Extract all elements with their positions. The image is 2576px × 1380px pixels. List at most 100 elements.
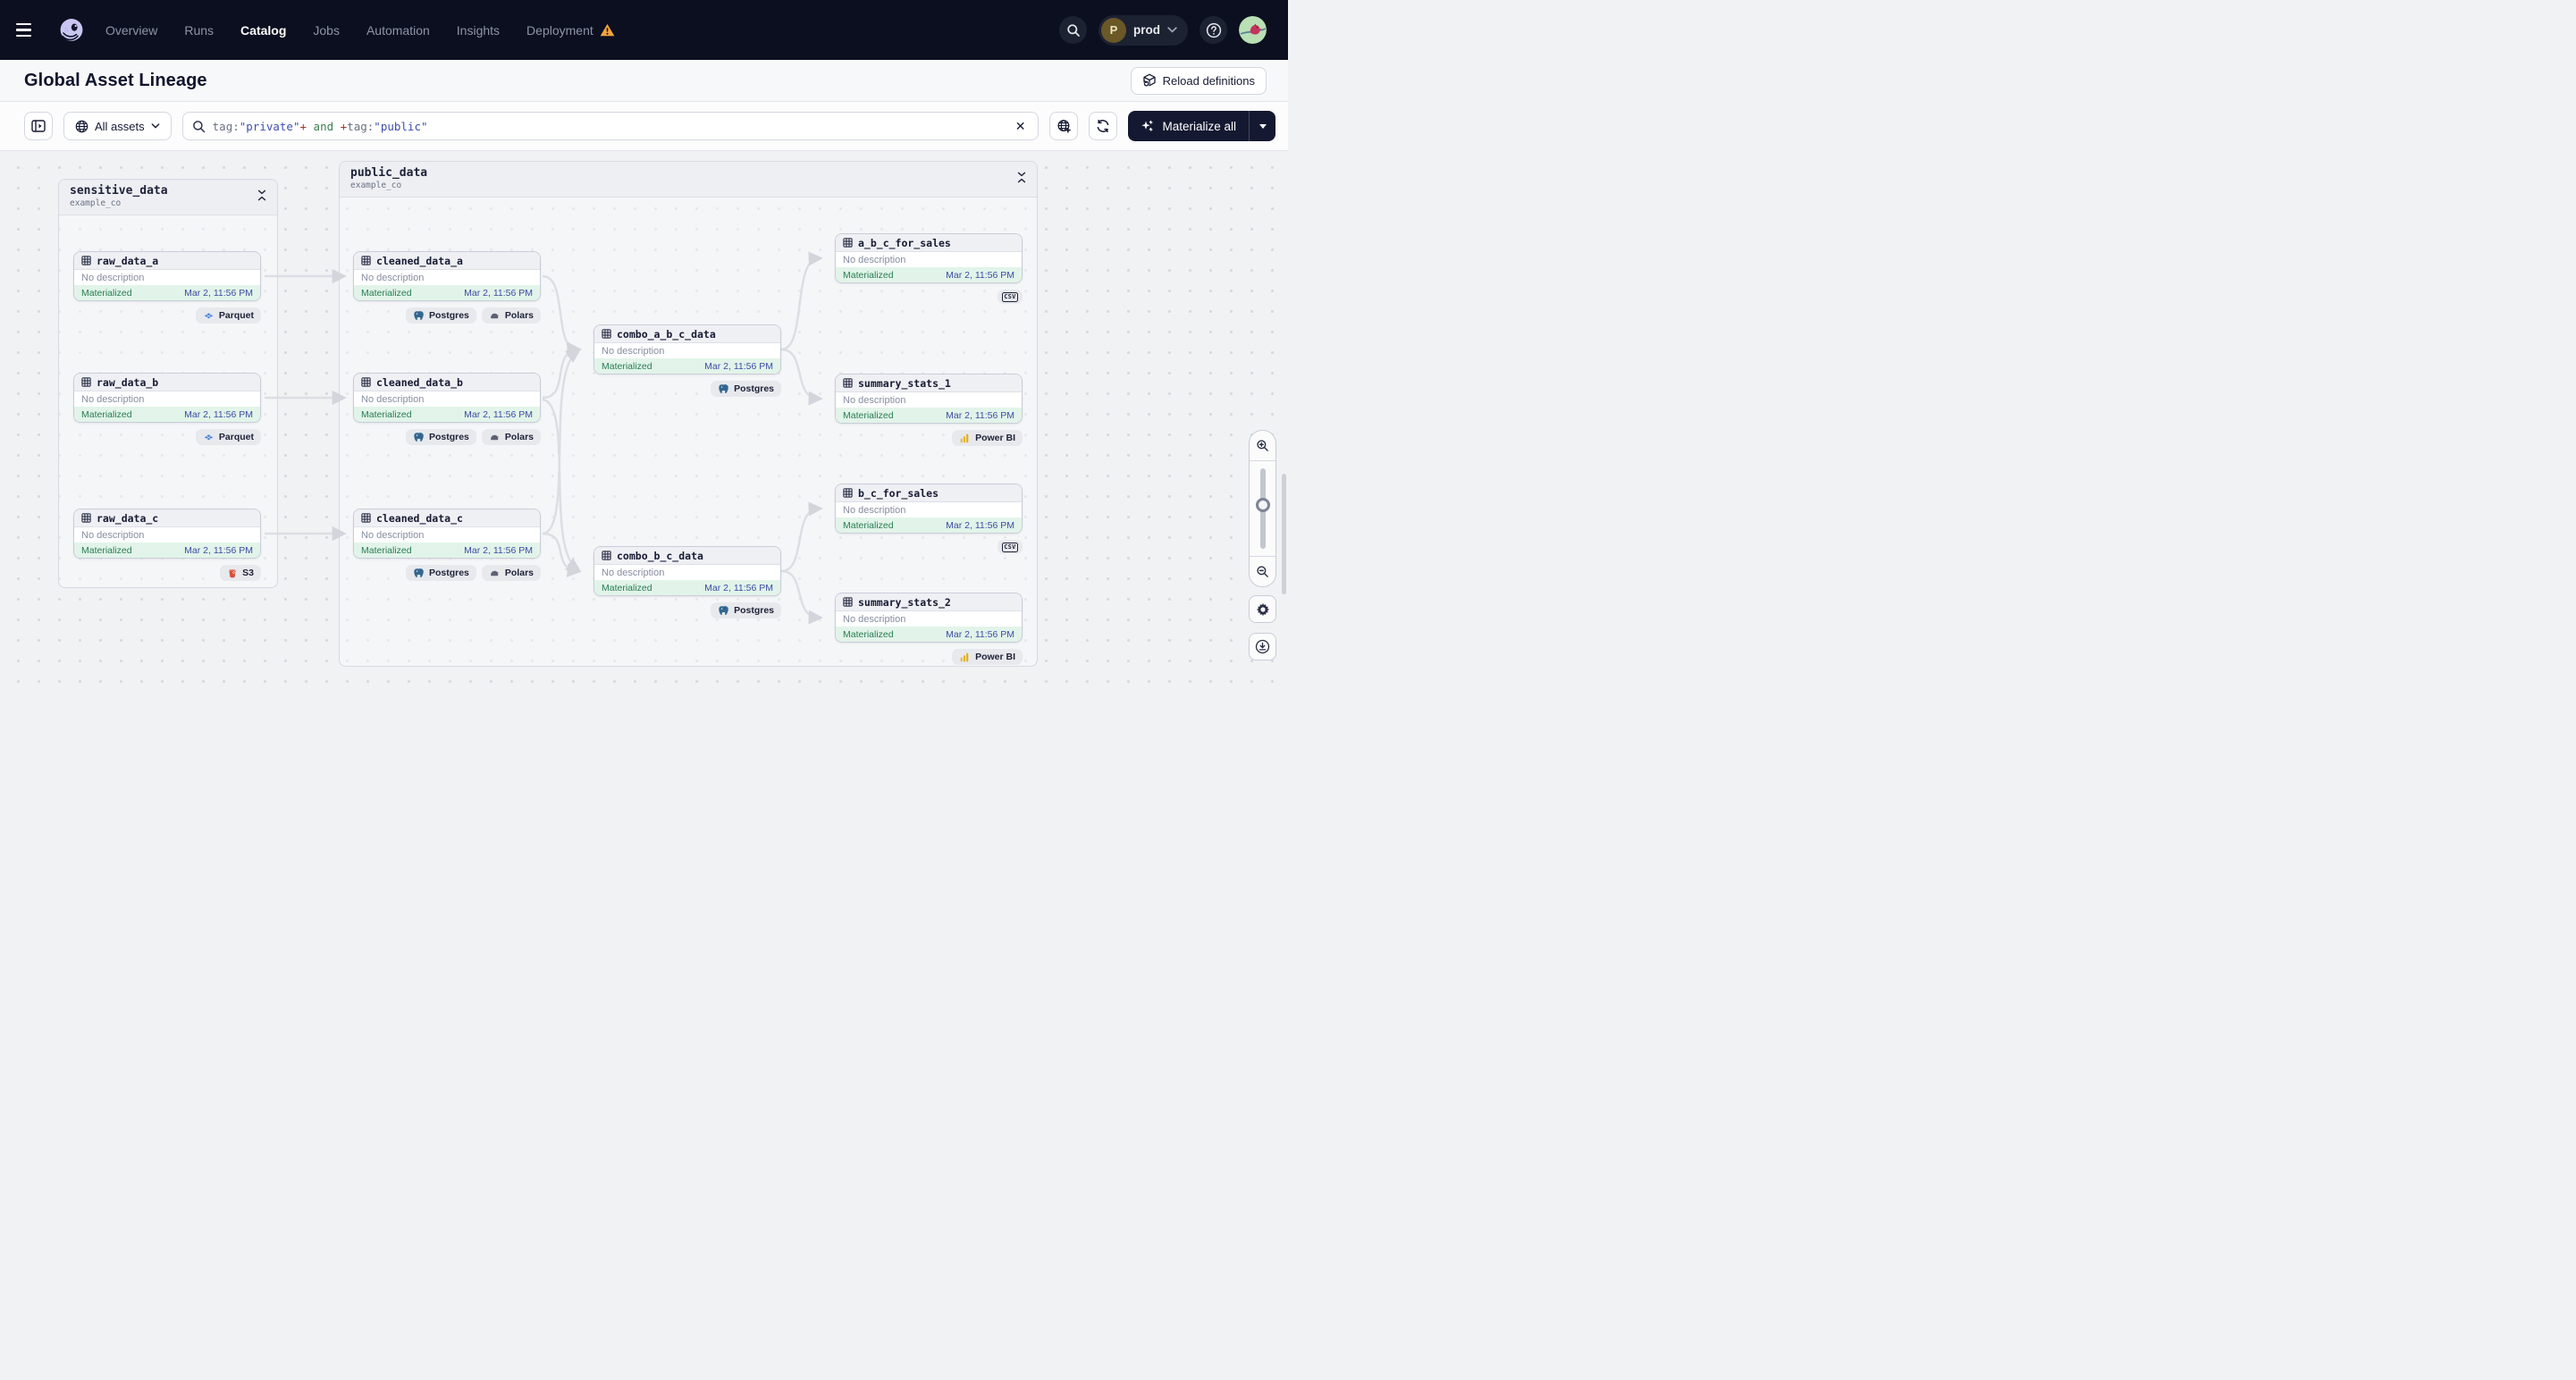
search-button[interactable]: [1059, 16, 1087, 44]
asset-card[interactable]: summary_stats_2 No description Materiali…: [835, 593, 1023, 643]
nav-item-jobs[interactable]: Jobs: [313, 22, 340, 38]
asset-group-header[interactable]: sensitive_data example_co: [59, 180, 277, 215]
kind-badge-polars[interactable]: Polars: [481, 565, 541, 581]
table-icon: [602, 551, 611, 560]
nav-item-runs[interactable]: Runs: [184, 22, 215, 38]
nav-right-cluster: P prod: [1059, 14, 1267, 46]
zoom-slider-thumb[interactable]: [1255, 497, 1270, 512]
asset-name: combo_b_c_data: [617, 549, 703, 562]
asset-card[interactable]: summary_stats_1 No description Materiali…: [835, 374, 1023, 424]
zoom-out-button[interactable]: [1250, 556, 1275, 586]
kind-badge-parquet[interactable]: Parquet: [195, 307, 261, 324]
graph-settings-button[interactable]: [1049, 112, 1079, 140]
search-token: tag:: [347, 119, 375, 133]
asset-name: raw_data_c: [97, 511, 159, 525]
kind-badge-s3[interactable]: S3: [220, 565, 261, 581]
kind-badge-polars[interactable]: Polars: [481, 307, 541, 324]
asset-node-cleaned-data-c: cleaned_data_c No description Materializ…: [353, 509, 541, 581]
dagster-logo-icon[interactable]: [59, 18, 84, 43]
kind-badge-postgres[interactable]: Postgres: [711, 381, 781, 397]
expand-panel-button[interactable]: [24, 112, 53, 140]
nav-item-deployment-label: Deployment: [526, 22, 593, 38]
collapse-group-button[interactable]: [1017, 166, 1026, 197]
kind-badge-postgres[interactable]: Postgres: [405, 307, 476, 324]
group-name: public_data: [350, 166, 428, 180]
clear-search-button[interactable]: ✕: [1012, 118, 1030, 134]
chevron-down-icon: [151, 123, 160, 129]
asset-card[interactable]: b_c_for_sales No description Materialize…: [835, 484, 1023, 534]
zoom-slider[interactable]: [1250, 461, 1275, 556]
table-icon: [81, 377, 91, 387]
asset-card[interactable]: a_b_c_for_sales No description Materiali…: [835, 233, 1023, 283]
collapse-vertical-icon: [1017, 172, 1026, 183]
asset-card[interactable]: cleaned_data_a No description Materializ…: [353, 251, 541, 301]
zoom-out-icon: [1257, 566, 1268, 577]
materialize-all-button[interactable]: Materialize all: [1128, 111, 1249, 141]
nav-item-automation[interactable]: Automation: [366, 22, 430, 38]
asset-status: Materialized: [843, 269, 894, 281]
nav-item-deployment[interactable]: Deployment: [526, 23, 615, 38]
postgres-icon: [414, 568, 424, 577]
kind-badge-polars[interactable]: Polars: [481, 429, 541, 445]
download-icon: [1255, 639, 1270, 654]
help-button[interactable]: [1200, 16, 1227, 44]
globe-plus-icon: [1057, 119, 1071, 133]
nav-item-catalog[interactable]: Catalog: [240, 22, 287, 38]
download-image-button[interactable]: [1249, 633, 1276, 661]
s3-icon: [229, 568, 238, 577]
reload-definitions-button[interactable]: Reload definitions: [1130, 66, 1267, 95]
asset-name: b_c_for_sales: [858, 486, 939, 500]
asset-scope-dropdown[interactable]: All assets: [63, 112, 172, 140]
asset-card[interactable]: combo_a_b_c_data No description Material…: [593, 324, 781, 374]
asset-status: Materialized: [81, 544, 132, 556]
asset-description: No description: [843, 394, 906, 406]
asset-status: Materialized: [81, 287, 132, 299]
user-avatar[interactable]: [1239, 16, 1267, 44]
asset-name: cleaned_data_c: [376, 511, 463, 525]
page-header: Global Asset Lineage Reload definitions: [0, 60, 1288, 102]
lineage-canvas[interactable]: sensitive_data example_co public_data ex…: [0, 151, 1288, 690]
kind-badge-postgres[interactable]: Postgres: [405, 565, 476, 581]
search-token: +: [299, 119, 307, 133]
badge-label: Postgres: [428, 568, 469, 578]
kind-badge-csv[interactable]: CSV: [997, 540, 1023, 555]
canvas-scrollbar[interactable]: [1282, 474, 1286, 594]
kind-badge-powerbi[interactable]: Power BI: [952, 430, 1023, 446]
workspace-switcher[interactable]: P prod: [1099, 14, 1188, 46]
asset-timestamp: Mar 2, 11:56 PM: [184, 544, 253, 556]
nav-item-overview[interactable]: Overview: [105, 22, 158, 38]
asset-card[interactable]: cleaned_data_b No description Materializ…: [353, 373, 541, 423]
badge-label: Postgres: [428, 310, 469, 321]
asset-search-input[interactable]: tag:"private"+ and +tag:"public" ✕: [181, 112, 1040, 140]
asset-timestamp: Mar 2, 11:56 PM: [704, 582, 773, 593]
nav-item-insights[interactable]: Insights: [456, 22, 501, 38]
kind-badge-parquet[interactable]: Parquet: [195, 429, 261, 445]
asset-card[interactable]: cleaned_data_c No description Materializ…: [353, 509, 541, 559]
chevron-down-icon: [1167, 27, 1177, 33]
badge-label: Postgres: [734, 383, 774, 394]
kind-badge-postgres[interactable]: Postgres: [405, 429, 476, 445]
kind-badge-postgres[interactable]: Postgres: [711, 602, 781, 618]
badge-label: Parquet: [218, 432, 254, 442]
menu-icon[interactable]: [16, 15, 46, 46]
materialize-options-button[interactable]: [1249, 111, 1275, 141]
asset-node-cleaned-data-b: cleaned_data_b No description Materializ…: [353, 373, 541, 445]
asset-description: No description: [843, 613, 906, 625]
collapse-group-button[interactable]: [257, 184, 266, 215]
kind-badge-csv[interactable]: CSV: [997, 290, 1023, 305]
zoom-in-button[interactable]: [1250, 431, 1275, 461]
gear-icon: [1256, 602, 1269, 616]
table-icon: [843, 488, 853, 498]
asset-card[interactable]: combo_b_c_data No description Materializ…: [593, 546, 781, 596]
kind-badge-powerbi[interactable]: Power BI: [952, 649, 1023, 665]
asset-status: Materialized: [843, 519, 894, 531]
csv-icon: CSV: [1001, 542, 1018, 552]
asset-group-header[interactable]: public_data example_co: [340, 162, 1037, 198]
refresh-button[interactable]: [1089, 112, 1118, 140]
asset-name: a_b_c_for_sales: [858, 236, 951, 249]
graph-display-settings-button[interactable]: [1249, 595, 1276, 623]
